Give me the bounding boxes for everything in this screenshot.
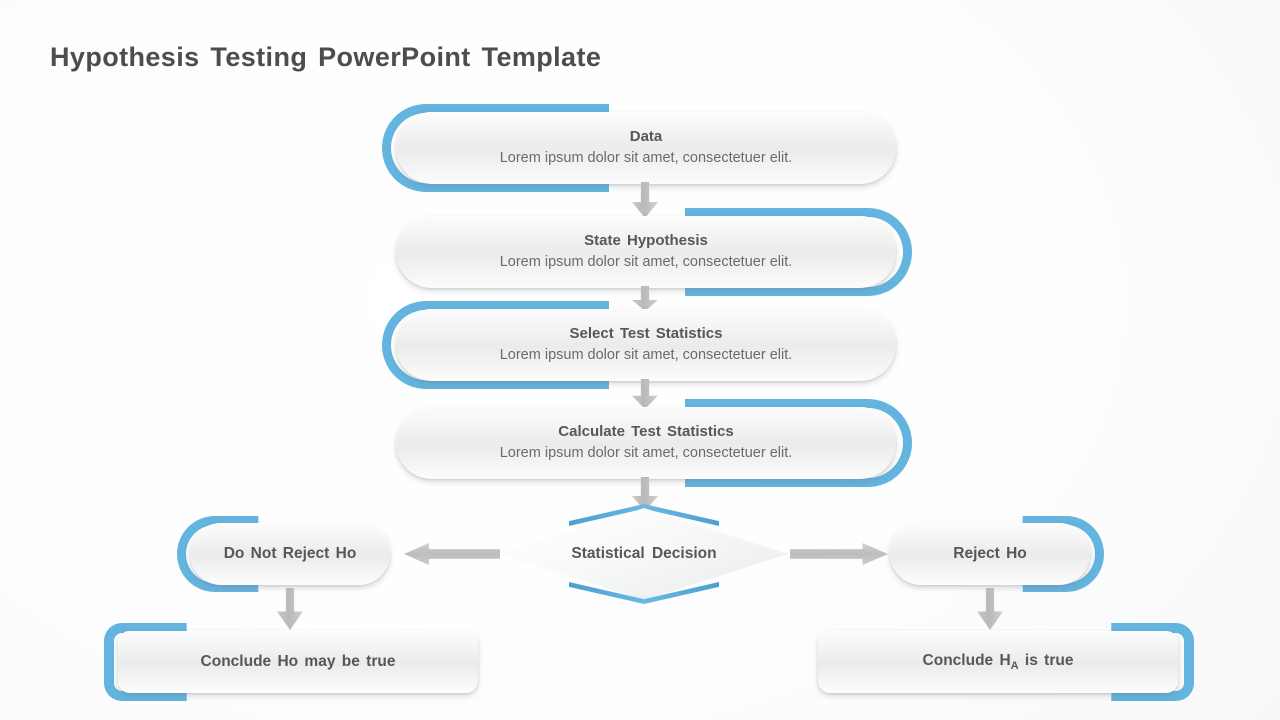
connector-arrow-down-3 [632, 379, 658, 409]
step-subtitle: Lorem ipsum dolor sit amet, consectetuer… [499, 445, 793, 462]
conclusion-box-right[interactable]: Conclude HA is true [818, 623, 1194, 701]
step-subtitle: Lorem ipsum dolor sit amet, consectetuer… [499, 254, 793, 271]
step-card: State Hypothesis Lorem ipsum dolor sit a… [396, 216, 896, 288]
step-subtitle: Lorem ipsum dolor sit amet, consectetuer… [499, 150, 793, 167]
conclusion-subscript: A [1010, 659, 1019, 672]
branch-label: Reject Ho [953, 545, 1027, 563]
branch-outcome-do-not-reject[interactable]: Do Not Reject Ho [177, 516, 390, 592]
connector-arrow-down-2 [632, 286, 658, 311]
step-card: Select Test Statistics Lorem ipsum dolor… [396, 309, 896, 381]
conclusion-card: Conclude HA is true [818, 631, 1178, 693]
branch-card: Reject Ho [890, 523, 1090, 585]
conclusion-text: Conclude Ho may be true [200, 653, 396, 671]
step-title: Calculate Test Statistics [558, 422, 734, 440]
step-title: State Hypothesis [584, 231, 708, 249]
conclusion-label: Conclude Ho may be true [201, 652, 396, 671]
conclusion-label: Conclude HA is true [923, 651, 1074, 674]
decision-label: Statistical Decision [571, 545, 717, 562]
connector-arrow-left [404, 543, 500, 565]
connector-arrow-right [790, 543, 888, 565]
branch-card: Do Not Reject Ho [190, 523, 390, 585]
conclusion-card: Conclude Ho may be true [118, 631, 478, 693]
decision-diamond-statistical-decision[interactable]: Statistical Decision [500, 504, 788, 604]
flow-step-select-test-statistics[interactable]: Select Test Statistics Lorem ipsum dolor… [382, 301, 896, 389]
connector-arrow-down-left-branch [277, 588, 303, 630]
step-title: Data [629, 127, 663, 145]
flow-step-calculate-test-statistics[interactable]: Calculate Test Statistics Lorem ipsum do… [396, 399, 912, 487]
conclusion-text-prefix: Conclude H [922, 651, 1011, 669]
branch-label: Do Not Reject Ho [223, 545, 357, 563]
flow-step-state-hypothesis[interactable]: State Hypothesis Lorem ipsum dolor sit a… [396, 208, 912, 296]
branch-outcome-reject[interactable]: Reject Ho [890, 516, 1104, 592]
step-subtitle: Lorem ipsum dolor sit amet, consectetuer… [499, 347, 793, 364]
conclusion-box-left[interactable]: Conclude Ho may be true [104, 623, 478, 701]
step-title: Select Test Statistics [569, 324, 723, 342]
page-title: Hypothesis Testing PowerPoint Template [50, 42, 602, 72]
step-card: Data Lorem ipsum dolor sit amet, consect… [396, 112, 896, 184]
flow-step-data[interactable]: Data Lorem ipsum dolor sit amet, consect… [382, 104, 896, 192]
connector-arrow-down-1 [632, 182, 658, 218]
step-card: Calculate Test Statistics Lorem ipsum do… [396, 407, 896, 479]
connector-arrow-down-right-branch [977, 588, 1003, 630]
conclusion-text-suffix: is true [1018, 651, 1074, 669]
